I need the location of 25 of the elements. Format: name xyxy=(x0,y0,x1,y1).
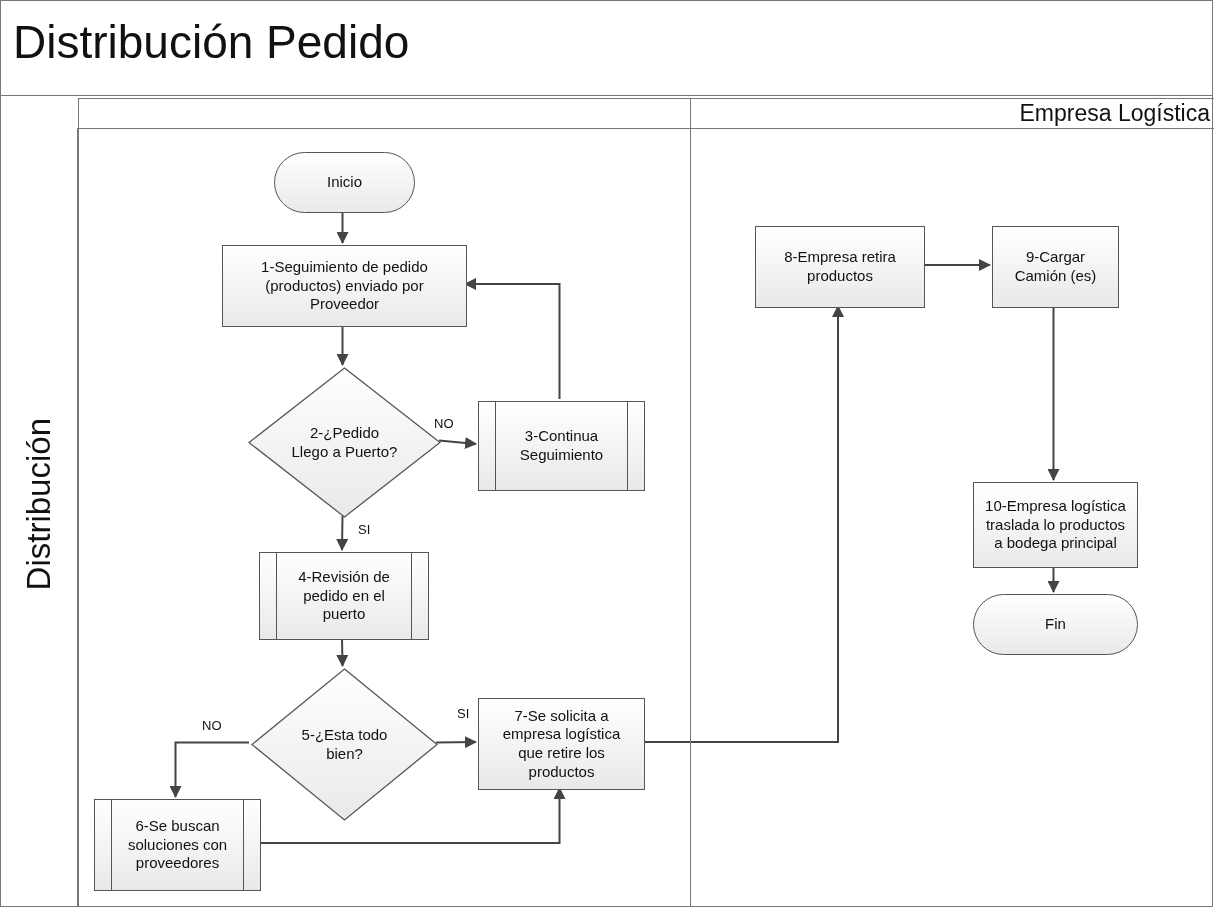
edge-label: SI xyxy=(455,706,472,721)
arrow xyxy=(438,437,477,449)
pool-title: Distribución Pedido xyxy=(1,1,1212,96)
process-box: 8-Empresa retira productos xyxy=(755,226,925,308)
arrow xyxy=(336,515,349,551)
edge-label: SI xyxy=(356,522,373,537)
subprocess-box: 4-Revisión de pedido en el puerto xyxy=(259,552,429,640)
edge-label: NO xyxy=(200,718,224,733)
lane-title: Empresa Logística xyxy=(1019,100,1210,126)
arrow xyxy=(435,736,477,749)
lane-title: Distribución xyxy=(20,418,58,591)
edge-label: NO xyxy=(432,416,456,431)
subprocess-box: 3-Continua Seguimiento xyxy=(478,401,645,491)
decision-text: 5-¿Esta todo bien? xyxy=(300,725,389,764)
process-box: 7-Se solicita a empresa logística que retire los productos xyxy=(478,698,645,790)
process-box: 1-Seguimiento de pedido (productos) enviado por Proveedor xyxy=(222,245,467,327)
decision-text: 2-¿Pedido Llego a Puerto? xyxy=(291,423,398,462)
process-box: 9-Cargar Camión (es) xyxy=(992,226,1119,308)
subprocess-box: 6-Se buscan soluciones con proveedores xyxy=(94,799,261,891)
swimlane xyxy=(690,98,1214,906)
process-box: 10-Empresa logística traslada lo productos a bodega principal xyxy=(973,482,1138,568)
swimlane xyxy=(78,98,690,906)
arrow xyxy=(169,741,250,798)
terminator: Inicio xyxy=(274,152,415,213)
terminator: Fin xyxy=(973,594,1138,655)
